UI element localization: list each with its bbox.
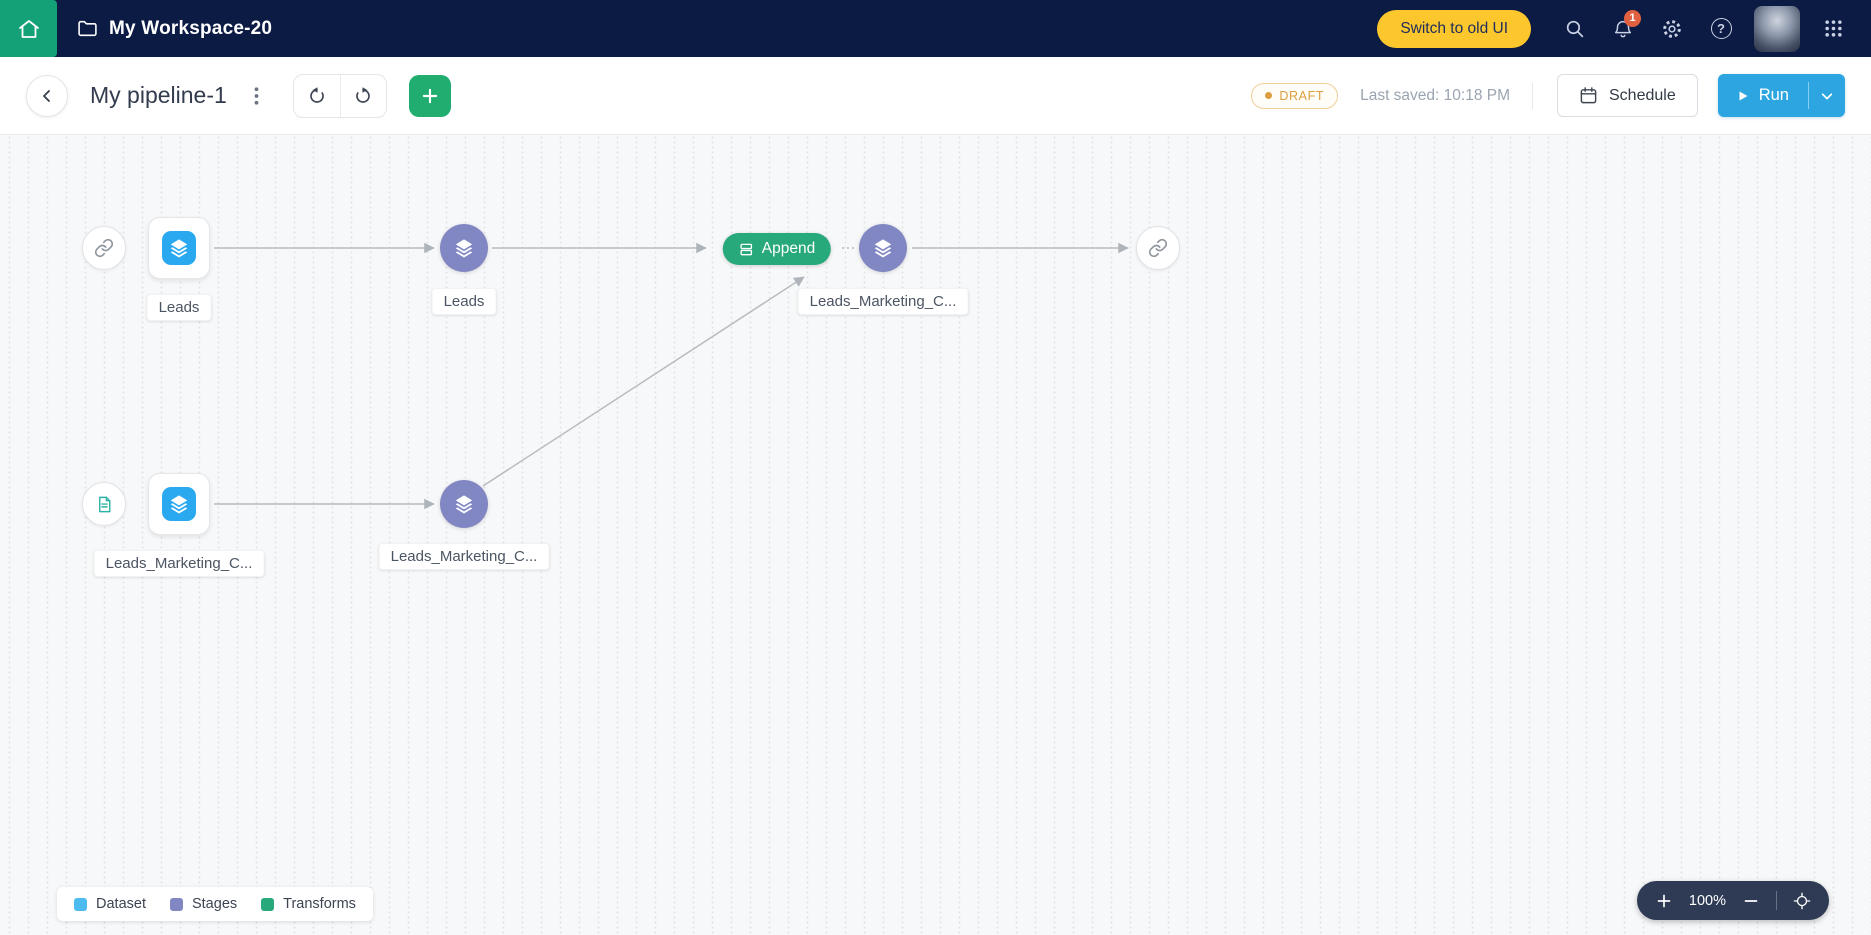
node-type-legend: Dataset Stages Transforms (57, 887, 373, 921)
legend-label: Stages (191, 896, 238, 912)
folder-icon (78, 20, 97, 37)
calendar-icon (1580, 87, 1597, 104)
stages-swatch (169, 897, 183, 911)
stage-layers-icon (455, 494, 473, 513)
topbar-actions: Switch to old UI 1 ? (1377, 5, 1871, 52)
zoom-in-button[interactable] (1654, 891, 1674, 911)
run-options-button[interactable] (1809, 74, 1845, 117)
undo-button[interactable] (294, 75, 340, 117)
run-button[interactable]: Run (1718, 74, 1808, 117)
transform-node-append[interactable]: Append (722, 233, 832, 265)
help-button[interactable]: ? (1701, 9, 1741, 49)
status-text: DRAFT (1279, 88, 1325, 103)
apps-grid-icon (1824, 20, 1842, 37)
pipeline-edges (214, 242, 1129, 510)
run-button-divider (1808, 82, 1809, 109)
apps-grid-button[interactable] (1813, 9, 1853, 49)
gear-icon (1663, 19, 1681, 38)
workspace-name: My Workspace-20 (109, 17, 273, 39)
legend-item-stages: Stages (169, 896, 238, 912)
status-dot (1265, 92, 1273, 99)
fit-to-screen-icon (1793, 892, 1811, 909)
redo-button[interactable] (339, 74, 386, 117)
last-saved-text: Last saved: 10:18 PM (1360, 86, 1510, 104)
legend-item-transforms: Transforms (261, 896, 356, 912)
stage-node-leads-marketing-2[interactable] (440, 480, 488, 528)
document-icon (98, 496, 110, 512)
topbar: My Workspace-20 Switch to old UI 1 ? (0, 0, 1871, 57)
transform-label: Append (761, 240, 816, 257)
edge-stage3-append (482, 276, 805, 487)
bell-icon (1614, 20, 1632, 37)
legend-item-dataset: Dataset (74, 896, 146, 912)
pipeline-canvas[interactable]: Leads Leads Append Leads_Marketing_C... … (0, 135, 1871, 935)
source-file-node[interactable] (82, 482, 126, 526)
pipeline-title: My pipeline-1 (90, 82, 227, 108)
zoom-control: 100% (1636, 881, 1829, 920)
switch-to-old-ui-button[interactable]: Switch to old UI (1377, 9, 1531, 48)
dataset-node-leads-marketing[interactable] (148, 473, 210, 535)
undo-redo-group (292, 73, 387, 118)
search-icon (1566, 20, 1583, 38)
legend-label: Transforms (283, 896, 356, 912)
node-label-stage-leads[interactable]: Leads (431, 288, 497, 315)
kebab-icon (254, 86, 259, 105)
user-avatar[interactable] (1754, 5, 1800, 52)
transforms-swatch (261, 897, 275, 911)
append-icon (740, 243, 753, 255)
plus-icon (422, 88, 438, 103)
search-button[interactable] (1554, 9, 1594, 49)
zoom-in-icon (1657, 894, 1671, 907)
node-label-dataset-leads-marketing[interactable]: Leads_Marketing_C... (93, 550, 265, 577)
output-connection-node[interactable] (1136, 226, 1180, 270)
undo-icon (309, 86, 324, 103)
dataset-layers-icon (162, 487, 196, 521)
node-label-stage-leads-marketing-2[interactable]: Leads_Marketing_C... (378, 543, 550, 570)
home-button[interactable] (0, 0, 57, 57)
notifications-button[interactable]: 1 (1603, 9, 1643, 49)
node-label-dataset-leads[interactable]: Leads (146, 294, 212, 321)
pipeline-toolbar: My pipeline-1 DRAFT Last saved: 10:18 PM… (0, 57, 1871, 135)
notification-badge: 1 (1624, 9, 1641, 27)
home-icon (18, 19, 39, 38)
settings-button[interactable] (1652, 9, 1692, 49)
source-connection-node[interactable] (82, 226, 126, 270)
run-label: Run (1758, 86, 1789, 104)
redo-icon (356, 86, 371, 103)
zoom-out-button[interactable] (1741, 891, 1761, 911)
workspace-switcher[interactable]: My Workspace-20 (77, 18, 272, 40)
schedule-button[interactable]: Schedule (1557, 74, 1698, 117)
stage-layers-icon (874, 238, 892, 257)
help-icon: ? (1710, 18, 1732, 39)
stage-node-leads[interactable] (440, 224, 488, 272)
chevron-left-icon (43, 89, 50, 102)
node-label-stage-leads-marketing[interactable]: Leads_Marketing_C... (797, 288, 969, 315)
dataset-node-leads[interactable] (148, 217, 210, 279)
link-icon (1148, 238, 1168, 258)
add-node-button[interactable] (408, 74, 451, 117)
back-button[interactable] (26, 74, 68, 117)
legend-label: Dataset (96, 896, 146, 912)
toolbar-divider (1532, 82, 1533, 109)
dataset-swatch (74, 897, 87, 911)
more-options-button[interactable] (243, 76, 271, 116)
status-badge: DRAFT (1251, 82, 1339, 109)
zoom-divider (1776, 891, 1777, 910)
play-icon (1739, 91, 1748, 100)
zoom-out-icon (1744, 899, 1758, 902)
stage-node-leads-marketing[interactable] (859, 224, 907, 272)
run-split-button: Run (1717, 74, 1845, 117)
chevron-down-icon (1821, 92, 1833, 99)
dataset-layers-icon (162, 231, 196, 265)
stage-layers-icon (455, 238, 473, 257)
schedule-label: Schedule (1609, 86, 1676, 104)
fit-to-screen-button[interactable] (1792, 891, 1812, 911)
link-icon (94, 238, 114, 258)
zoom-level: 100% (1688, 892, 1726, 909)
